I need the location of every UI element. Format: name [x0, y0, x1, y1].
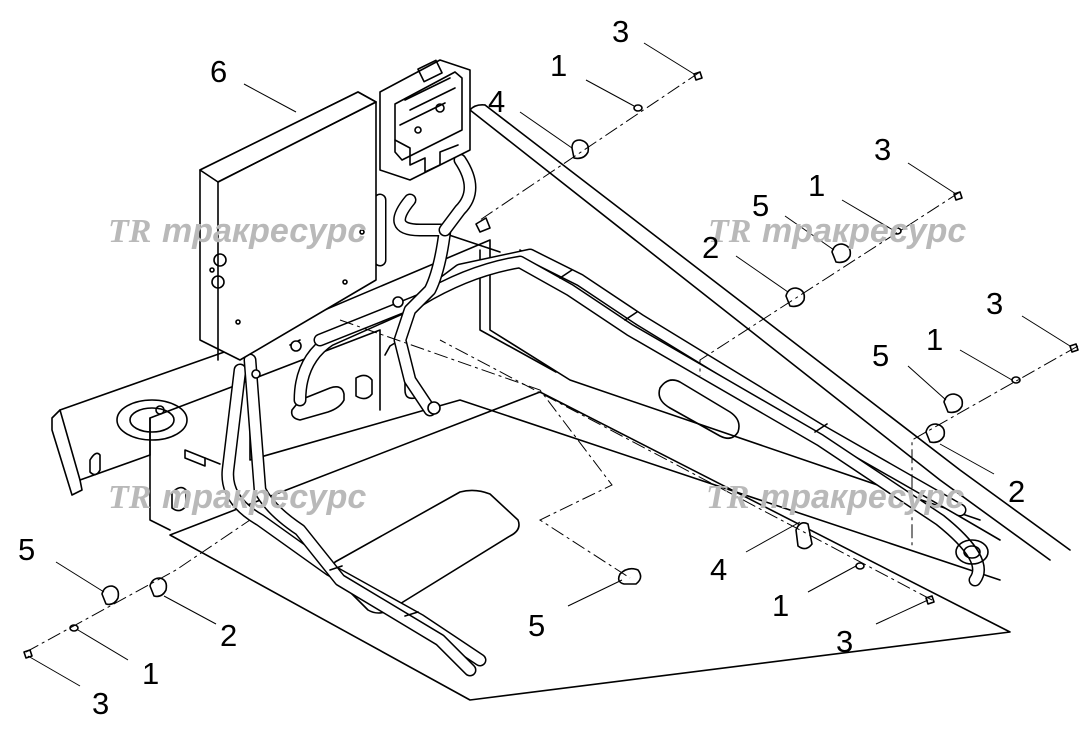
clamp-5-mid [831, 243, 852, 264]
callout-6: 6 [210, 54, 227, 89]
clamp-2-left [149, 577, 168, 598]
controller-module [379, 59, 471, 181]
callout-2: 2 [220, 618, 237, 653]
callout-5: 5 [528, 608, 545, 643]
watermark-logo: TR [108, 213, 151, 250]
nut-top [475, 217, 491, 233]
callout-1: 1 [926, 322, 943, 357]
callout-3: 3 [836, 624, 853, 659]
washer-1-mid [892, 227, 902, 235]
callout-4: 4 [488, 84, 505, 119]
fasteners [23, 71, 1079, 659]
callout-1: 1 [550, 48, 567, 83]
wiring-harness [221, 153, 989, 677]
clamp-5-left [101, 585, 120, 606]
leader-lines [27, 42, 1071, 687]
watermark-top-left: TR тракресурс [108, 212, 366, 250]
callout-labels: 1 1 1 1 1 2 2 2 3 3 3 3 3 4 4 5 5 5 5 6 [18, 14, 1025, 721]
watermark-top-right: TR тракресурс [708, 212, 966, 250]
clamp-4-bottom [795, 522, 813, 550]
watermark-logo: TR [708, 213, 751, 250]
watermark-logo: TR [108, 479, 151, 516]
washer-1-bottom [855, 562, 865, 570]
callout-1: 1 [142, 656, 159, 691]
callout-1: 1 [808, 168, 825, 203]
screw-3-top [693, 71, 703, 81]
watermark-bottom-right: TR тракресурс [706, 478, 964, 516]
watermark-logo: TR [706, 479, 749, 516]
callout-2: 2 [702, 230, 719, 265]
clamp-2-mid [785, 287, 806, 308]
clamp-2-right [925, 423, 946, 444]
callout-5: 5 [752, 188, 769, 223]
watermark-brand: тракресурс [760, 478, 964, 516]
clamp-5-floor [617, 567, 642, 585]
watermark-brand: тракресурс [162, 478, 366, 516]
electrical-box [199, 91, 377, 361]
washer-1-top [633, 104, 643, 112]
clamp-5-right [943, 393, 964, 414]
callout-3: 3 [612, 14, 629, 49]
bolt-d [427, 401, 441, 415]
callout-3: 3 [986, 286, 1003, 321]
watermark-bottom-left: TR тракресурс [108, 478, 366, 516]
clamp-4-top [571, 139, 590, 160]
bolt-a [290, 340, 302, 352]
bolt-c [392, 296, 404, 308]
callout-4: 4 [710, 552, 727, 587]
callout-5: 5 [18, 532, 35, 567]
watermark-brand: тракресурс [762, 212, 966, 250]
callout-3: 3 [874, 132, 891, 167]
callout-5: 5 [872, 338, 889, 373]
watermark-brand: тракресурс [162, 212, 366, 250]
bolt-b [251, 369, 261, 379]
callout-1: 1 [772, 588, 789, 623]
callout-2: 2 [1008, 474, 1025, 509]
callout-3: 3 [92, 686, 109, 721]
assembly-center-lines [25, 71, 1079, 653]
